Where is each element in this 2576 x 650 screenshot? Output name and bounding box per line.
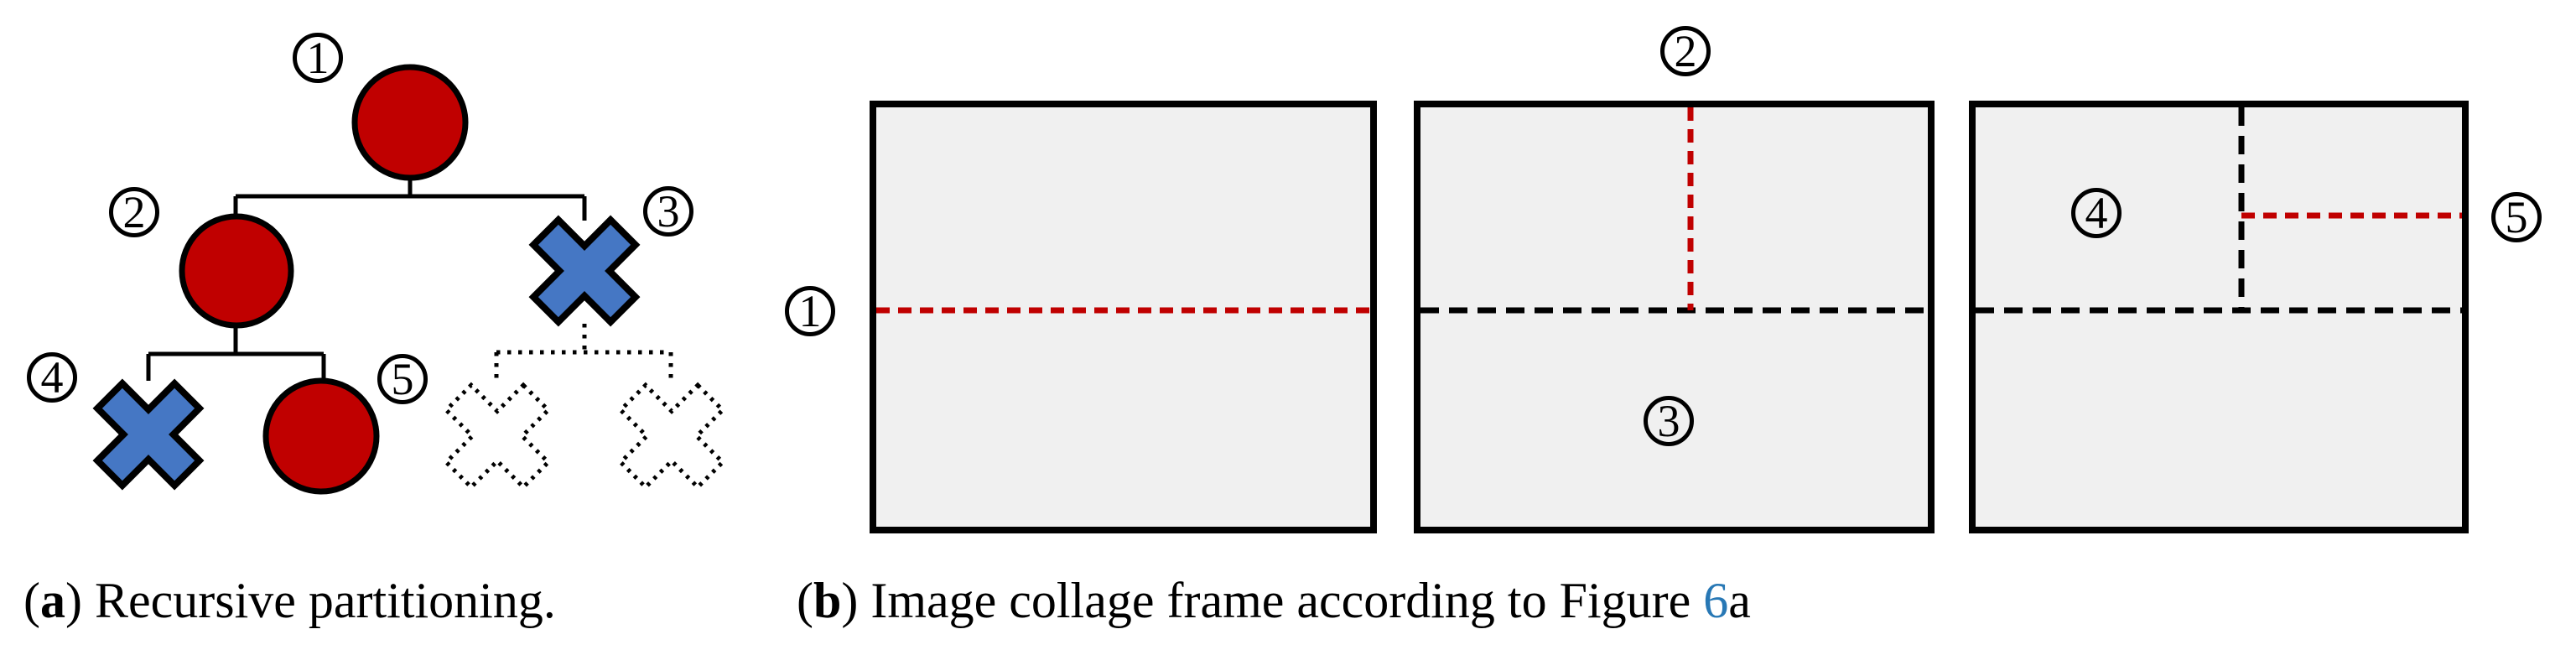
tree-label-2-text: 2 (122, 187, 146, 237)
tree-ghost-cross-left (443, 382, 552, 491)
tree-label-3-text: 3 (657, 186, 680, 237)
tree-edge-root (233, 178, 587, 221)
caption-b-text: Image collage frame according to Figure (858, 573, 1704, 628)
caption-b-paren-open: ( (797, 573, 813, 628)
tree-label-5: 5 (377, 354, 428, 404)
caption-a-paren-close: ) (65, 573, 82, 628)
tree-node-3-cross (528, 215, 641, 327)
caption-a-letter: a (39, 573, 65, 628)
tree-node-5-circle (262, 377, 380, 495)
caption-b-letter: b (813, 573, 842, 628)
tree-edge-node3-dotted (494, 324, 673, 381)
caption-a-paren-open: ( (23, 573, 40, 628)
collage-marker-2-text: 2 (1674, 26, 1697, 76)
collage-frames (870, 101, 2469, 533)
collage-marker-5: 5 (2491, 192, 2542, 242)
tree-node-1-circle (351, 64, 469, 181)
tree-label-1: 1 (293, 33, 343, 83)
collage-frame-1 (870, 101, 1377, 533)
tree-ghost-cross-right (617, 382, 726, 491)
caption-b-paren-close: ) (841, 573, 859, 628)
collage-marker-1: 1 (785, 286, 835, 336)
tree-label-4-text: 4 (40, 352, 64, 403)
figure-6-link[interactable]: 6 (1703, 573, 1729, 628)
caption-b: (b) Image collage frame according to Fig… (797, 572, 1751, 630)
collage-marker-3-text: 3 (1657, 396, 1680, 446)
collage-marker-5-text: 5 (2505, 192, 2528, 242)
collage-marker-1-text: 1 (798, 286, 822, 336)
tree-label-4: 4 (27, 352, 77, 403)
tree-node-2-circle (179, 213, 294, 329)
collage-marker-2: 2 (1660, 26, 1711, 76)
collage-marker-4: 4 (2071, 188, 2122, 238)
collage-frame-3 (1969, 101, 2469, 533)
tree-node-4-cross (92, 378, 205, 491)
collage-marker-4-text: 4 (2085, 188, 2108, 238)
tree-label-5-text: 5 (391, 354, 414, 404)
caption-a: (a) Recursive partitioning. (23, 572, 556, 630)
caption-b-suffix: a (1728, 573, 1751, 628)
tree-label-2: 2 (109, 187, 159, 237)
collage-frame-2 (1414, 101, 1935, 533)
tree-edge-node2 (146, 325, 326, 383)
caption-a-text: Recursive partitioning. (81, 573, 556, 628)
collage-marker-3: 3 (1644, 396, 1694, 446)
tree-label-1-text: 1 (306, 33, 330, 83)
tree-label-3: 3 (643, 186, 693, 237)
tree-diagram (92, 64, 726, 495)
